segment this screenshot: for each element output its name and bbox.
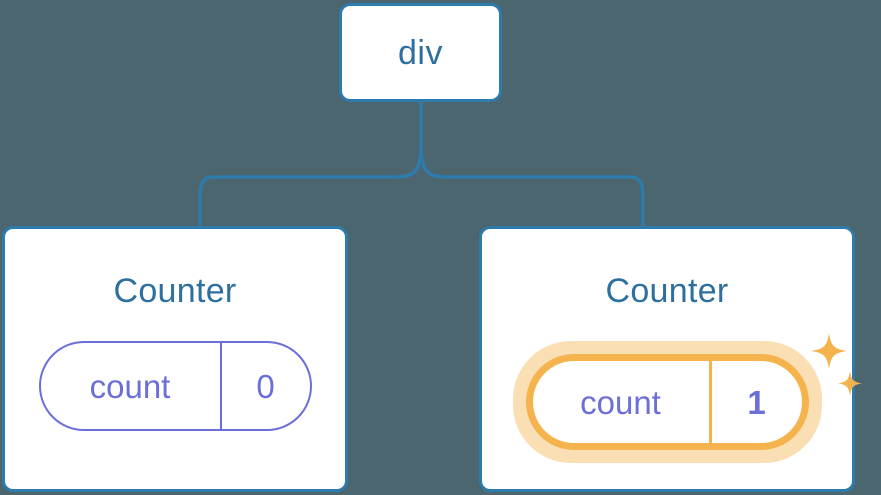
- sparkle-large-icon: [810, 333, 847, 369]
- counter-right-state-value: 1: [708, 361, 802, 443]
- node-counter-left[interactable]: Counter count 0: [2, 226, 348, 492]
- counter-left-state-pill-wrapper: count 0: [38, 341, 312, 431]
- sparkle-small-icon: [837, 371, 862, 396]
- connector-left-branch: [198, 144, 423, 228]
- counter-left-state-value: 0: [219, 343, 310, 429]
- connector-right-branch: [419, 144, 645, 228]
- node-counter-right[interactable]: Counter count 1: [479, 226, 862, 492]
- counter-right-state-pill[interactable]: count 1: [525, 354, 809, 450]
- counter-left-state-pill[interactable]: count 0: [38, 341, 312, 431]
- counter-right-state-pill-wrapper: count 1: [512, 333, 862, 463]
- counter-right-title: Counter: [605, 272, 729, 310]
- node-div[interactable]: div: [339, 3, 502, 102]
- counter-right-state-key: count: [580, 383, 661, 421]
- sparkle-group: [810, 333, 862, 396]
- counter-left-state-key: count: [89, 367, 171, 405]
- node-div-label: div: [398, 33, 443, 72]
- counter-left-title: Counter: [113, 272, 237, 310]
